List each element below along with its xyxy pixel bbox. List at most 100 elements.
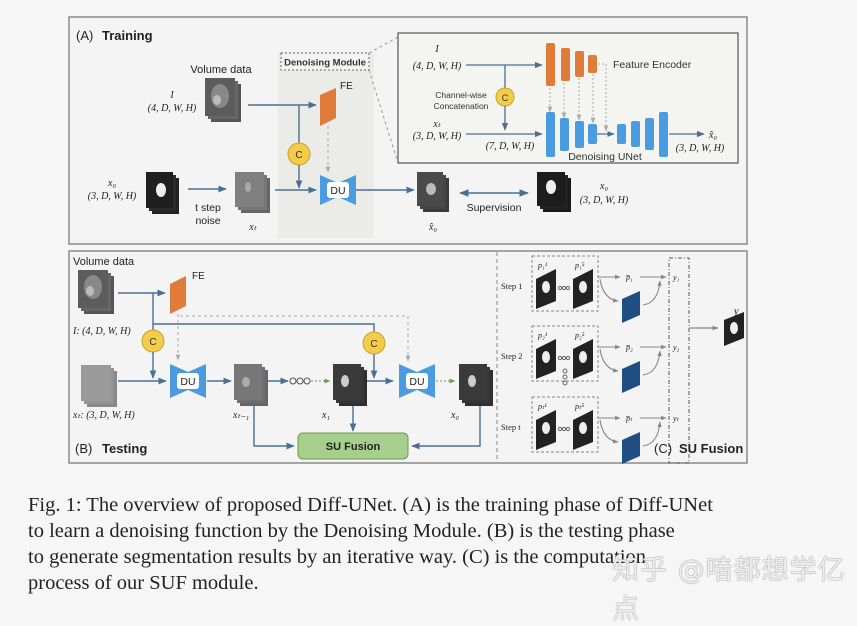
panel-a-prefix: (A)	[76, 28, 93, 43]
uncertainty-map-image	[622, 432, 640, 464]
gt-x0-label: x₀	[599, 181, 608, 192]
uncertainty-map-image	[622, 291, 640, 323]
x0-hat-image	[417, 172, 449, 212]
fe-label: FE	[340, 81, 353, 92]
encoder-block-2	[561, 48, 570, 81]
testing-concat-symbol-1: C	[149, 337, 156, 348]
step-label: Step t	[501, 422, 521, 432]
denoising-module-label: Denoising Module	[284, 58, 366, 69]
noise-label-2: noise	[195, 215, 220, 227]
volume-data-label: Volume data	[190, 64, 252, 76]
concat-shape: (7, D, W, H)	[486, 141, 535, 152]
uncertainty-map-image	[622, 361, 640, 393]
prediction-group-box	[531, 255, 599, 312]
volume-data-image	[205, 78, 241, 122]
noise-label-1: t step	[195, 202, 221, 214]
feature-encoder-label: Feature Encoder	[613, 59, 692, 71]
testing-x0-label: x₀	[450, 410, 459, 421]
testing-concat-symbol-2: C	[370, 339, 377, 350]
weighted-output-label: yₜ	[672, 414, 680, 423]
testing-du-label-2: DU	[409, 376, 424, 388]
xt-minus1-label: xₜ₋₁	[232, 410, 249, 421]
du-label: DU	[330, 185, 345, 197]
testing-x0-image	[459, 364, 493, 406]
step-label: Step 1	[501, 281, 523, 291]
prediction-label: p₁⁵	[574, 261, 585, 270]
supervision-label: Supervision	[467, 202, 522, 214]
denoising-module-detail: I (4, D, W, H) C Channel-wise Concatenat…	[397, 32, 739, 164]
su-fusion-box	[297, 432, 409, 460]
panel-c-prefix: (C)	[654, 441, 672, 456]
testing-fe-label: FE	[192, 271, 205, 282]
unet-block-8	[659, 112, 668, 157]
caption-line: to generate segmentation results by an i…	[28, 546, 647, 568]
x1-label: x₁	[321, 410, 330, 421]
detail-concat-symbol: C	[502, 93, 509, 103]
x0-hat-label: x̂₀	[428, 222, 437, 233]
ellipsis-icon	[289, 377, 311, 385]
unet-block-6	[631, 121, 640, 147]
feature-encoder-shape	[320, 88, 336, 126]
x0-mask-image	[146, 172, 179, 214]
su-fusion-label: SU Fusion	[326, 441, 381, 453]
panel-training: (A) Training Denoising Module Volume dat…	[68, 16, 748, 245]
testing-xt-image	[81, 365, 117, 407]
mean-prediction-label: p̅ₜ	[625, 414, 633, 423]
su-step-row: Step t pₜ¹ pₜ⁵ p̅ₜ yₜ	[501, 396, 680, 464]
caption-line: to learn a denoising function by the Den…	[28, 520, 675, 542]
testing-du-label-1: DU	[180, 376, 195, 388]
testing-input-i-label: I: (4, D, W, H)	[72, 326, 131, 337]
xt-label: xₜ	[248, 222, 257, 233]
detail-output-shape: (3, D, W, H)	[676, 143, 725, 154]
final-output-label: Y	[733, 308, 739, 318]
caption-line: Fig. 1: The overview of proposed Diff-UN…	[28, 494, 713, 516]
x1-image	[333, 364, 367, 406]
x0-shape: (3, D, W, H)	[88, 191, 137, 202]
unet-block-3	[575, 121, 584, 148]
panel-c-title: SU Fusion	[679, 441, 743, 456]
unet-block-5	[617, 124, 626, 144]
prediction-label: p₂¹	[537, 331, 548, 340]
gt-x0-image	[537, 172, 571, 212]
panel-b-prefix: (B)	[75, 441, 92, 456]
step-label: Step 2	[501, 351, 523, 361]
panel-testing: Volume data I: (4, D, W, H) FE C C xₜ: (…	[72, 256, 493, 460]
y-collector-box	[668, 257, 690, 464]
detail-xt-label: xₜ	[432, 119, 441, 130]
xt-noisy-image	[235, 172, 270, 213]
encoder-block-3	[575, 51, 584, 77]
unet-block-2	[560, 118, 569, 151]
unet-block-7	[645, 118, 654, 150]
panel-a-title: Training	[102, 28, 153, 43]
panel-b-title: Testing	[102, 441, 147, 456]
diagram-canvas: (A) Training Denoising Module Volume dat…	[68, 16, 748, 464]
concat-label-2: Concatenation	[434, 101, 489, 111]
prediction-group-box	[531, 325, 599, 382]
detail-xt-shape: (3, D, W, H)	[413, 131, 462, 142]
detail-input-i: I	[434, 44, 439, 55]
prediction-group-box	[531, 396, 599, 453]
denoising-unet-label: Denoising UNet	[568, 151, 642, 163]
unet-block-1	[546, 112, 555, 157]
detail-output-label: x̂₀	[708, 130, 717, 141]
encoder-block-1	[546, 43, 555, 86]
concat-label-1: Channel-wise	[435, 90, 487, 100]
mean-prediction-label: p̅₂	[625, 343, 633, 352]
prediction-label: pₜ⁵	[574, 402, 584, 411]
su-step-row: Step 2 p₂¹ p₂⁵ p̅₂ y₂	[501, 325, 680, 393]
concat-symbol: C	[295, 150, 302, 161]
weighted-output-label: y₂	[672, 343, 680, 352]
figure-caption: Fig. 1: The overview of proposed Diff-UN…	[28, 492, 798, 596]
input-i-shape: (4, D, W, H)	[148, 103, 197, 114]
testing-volume-label: Volume data	[73, 256, 135, 268]
mean-prediction-label: p̅₁	[625, 273, 633, 282]
input-i-label: I	[169, 90, 174, 101]
prediction-label: p₂⁵	[574, 331, 585, 340]
watermark: 知乎 @喑都想学亿点	[612, 555, 846, 625]
prediction-label: pₜ¹	[537, 402, 547, 411]
panel-testing-frame	[68, 250, 748, 464]
x0-label: x₀	[107, 178, 116, 189]
encoder-block-4	[588, 55, 597, 73]
